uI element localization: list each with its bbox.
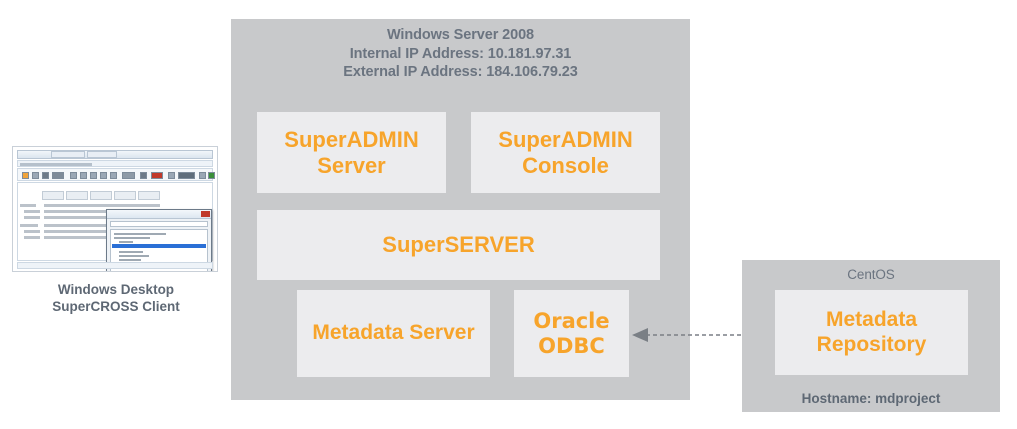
client-caption-line-2: SuperCROSS Client [52,299,180,315]
thumbnail-table-row [24,230,40,233]
thumbnail-table-row [24,236,40,239]
thumbnail-column-header [42,191,64,200]
thumbnail-table-row [44,204,160,207]
thumbnail-tree-item [115,271,149,272]
server-panel-title: Windows Server 2008 Internal IP Address:… [231,26,690,82]
thumbnail-tree-item [114,237,150,239]
thumbnail-dialog-field [110,221,208,227]
thumbnail-table-row [24,210,40,213]
thumbnail-table-row [44,216,160,219]
thumbnail-column-header [114,191,136,200]
thumbnail-tab [51,151,85,158]
thumbnail-tree-item [114,233,166,235]
superadmin-server-box[interactable]: SuperADMIN Server [257,112,446,193]
thumbnail-table-row [20,204,36,207]
thumbnail-toolbar [17,168,215,181]
windows-server-panel: Windows Server 2008 Internal IP Address:… [231,19,690,400]
thumbnail-column-header [66,191,88,200]
thumbnail-toolbar-icon [199,172,206,179]
thumbnail-worksheet [17,182,213,271]
superserver-box[interactable]: SuperSERVER [257,210,660,280]
superadmin-console-label: SuperADMIN Console [498,126,633,178]
thumbnail-table-row [44,236,160,239]
thumbnail-tree-item [119,255,149,257]
thumbnail-table-row [44,210,160,213]
close-icon [201,211,210,217]
centos-hostname: Hostname: mdproject [801,391,941,406]
thumbnail-toolbar-icon [42,172,49,179]
thumbnail-table-row [44,224,160,227]
metadata-repository-label: Metadata Repository [816,307,927,356]
server-title-line-1: Windows Server 2008 [386,27,535,43]
thumbnail-column-header [90,191,112,200]
arrowhead-left-icon [632,328,648,342]
oracle-odbc-label: Oracle ODBC [533,308,610,358]
windows-desktop-client: Windows Desktop SuperCROSS Client [12,146,220,316]
thumbnail-toolbar-icon [140,172,147,179]
thumbnail-tree-item [119,259,141,261]
thumbnail-table-row [20,224,38,227]
metadata-server-label: Metadata Server [312,321,475,345]
thumbnail-toolbar-icon [22,172,29,179]
centos-panel-title: CentOS [847,267,895,282]
thumbnail-toolbar-icon [151,172,163,179]
thumbnail-toolbar-icon [80,172,87,179]
thumbnail-toolbar-icon [32,172,39,179]
thumbnail-statusbar [17,262,213,269]
client-caption-line-1: Windows Desktop [57,282,175,297]
thumbnail-toolbar-icon [90,172,97,179]
thumbnail-table-row [24,216,40,219]
thumbnail-toolbar-icon [122,172,135,179]
thumbnail-table-row [44,230,160,233]
supercross-client-screenshot-thumbnail [12,146,218,272]
superadmin-console-box[interactable]: SuperADMIN Console [471,112,660,193]
thumbnail-tab [87,151,117,158]
superserver-label: SuperSERVER [382,232,535,258]
thumbnail-menu-labels [20,163,92,166]
thumbnail-tree-item [119,251,143,253]
thumbnail-toolbar-icon [178,172,195,179]
thumbnail-tree-selected-item [112,244,206,248]
superadmin-server-label: SuperADMIN Server [284,126,419,178]
oracle-odbc-box[interactable]: Oracle ODBC [514,290,629,377]
server-title-line-3: External IP Address: 184.106.79.23 [343,64,578,81]
thumbnail-menubar [17,160,213,167]
metadata-server-box[interactable]: Metadata Server [297,290,490,377]
thumbnail-toolbar-icon [70,172,77,179]
metadata-repository-box[interactable]: Metadata Repository [775,290,968,375]
thumbnail-tree-item [119,241,133,243]
thumbnail-toolbar-icon [52,172,64,179]
thumbnail-toolbar-icon [110,172,117,179]
server-title-line-2: Internal IP Address: 10.181.97.31 [349,45,572,62]
thumbnail-toolbar-icon [100,172,107,179]
client-caption: Windows Desktop SuperCROSS Client [12,281,220,316]
thumbnail-dialog-titlebar [107,210,211,219]
thumbnail-column-header [138,191,160,200]
thumbnail-toolbar-icon [168,172,175,179]
thumbnail-toolbar-icon [208,172,215,179]
centos-panel: CentOS Metadata Repository Hostname: mdp… [742,260,1000,412]
